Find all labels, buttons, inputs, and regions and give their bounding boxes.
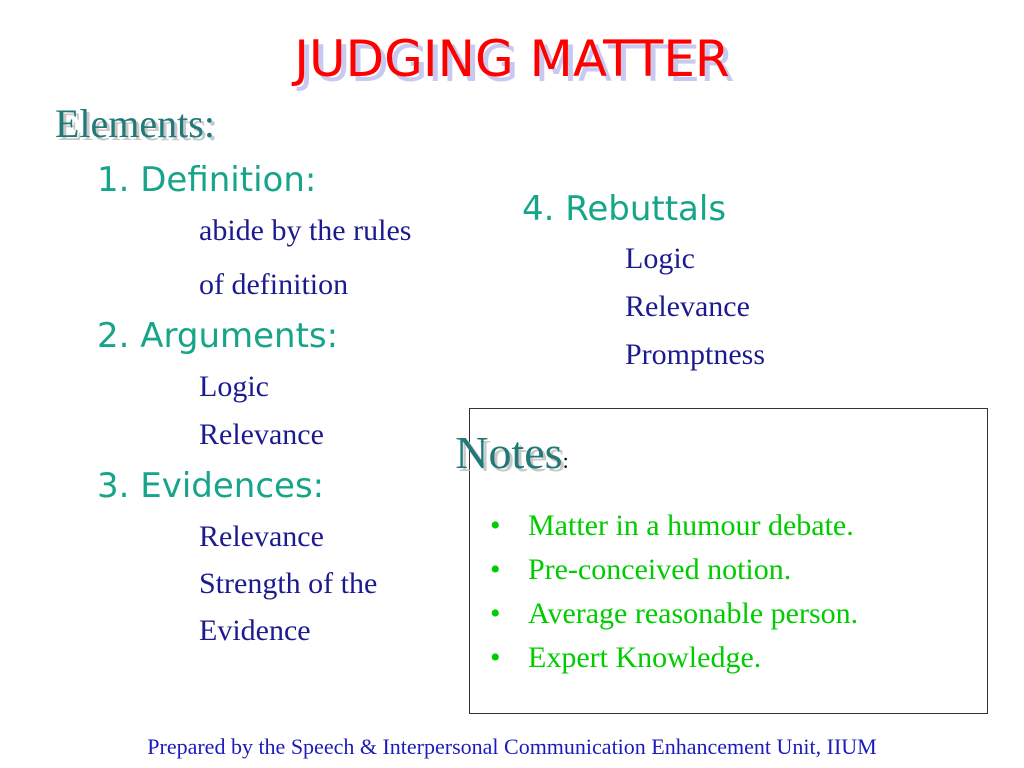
evidences-detail-1: Relevance [199,520,324,553]
footer-credit: Prepared by the Speech & Interpersonal C… [147,734,877,759]
definition-detail-2: of definition [199,268,349,301]
definition-heading: 1. Definition: [97,160,317,200]
elements-label: Elements: [55,101,215,146]
list-item: •Expert Knowledge. [490,636,858,680]
bullet-icon: • [490,641,501,674]
definition-detail-1: abide by the rules [199,214,412,247]
evidences-detail-2: Strength of the [199,567,378,600]
list-item: •Pre-conceived notion. [490,548,858,592]
bullet-icon: • [490,509,501,542]
evidences-detail-3: Evidence [199,614,311,647]
bullet-icon: • [490,597,501,630]
rebuttals-detail-1: Logic [625,242,695,275]
arguments-detail-1: Logic [199,370,269,403]
rebuttals-detail-2: Relevance [625,290,750,323]
notes-title: Notes: [0,426,1024,479]
notes-box [469,408,988,714]
arguments-heading: 2. Arguments: [97,316,339,356]
notes-title-colon: : [562,448,569,473]
slide-title: JUDGING MATTER [294,30,730,88]
notes-list: •Matter in a humour debate. •Pre-conceiv… [490,504,858,680]
list-item: •Average reasonable person. [490,592,858,636]
evidences-heading: 3. Evidences: [97,466,325,506]
notes-title-text: Notes [455,427,563,478]
bullet-icon: • [490,553,501,586]
arguments-detail-2: Relevance [199,418,324,451]
rebuttals-detail-3: Promptness [625,338,766,371]
list-item: •Matter in a humour debate. [490,504,858,548]
rebuttals-heading: 4. Rebuttals [522,189,727,229]
